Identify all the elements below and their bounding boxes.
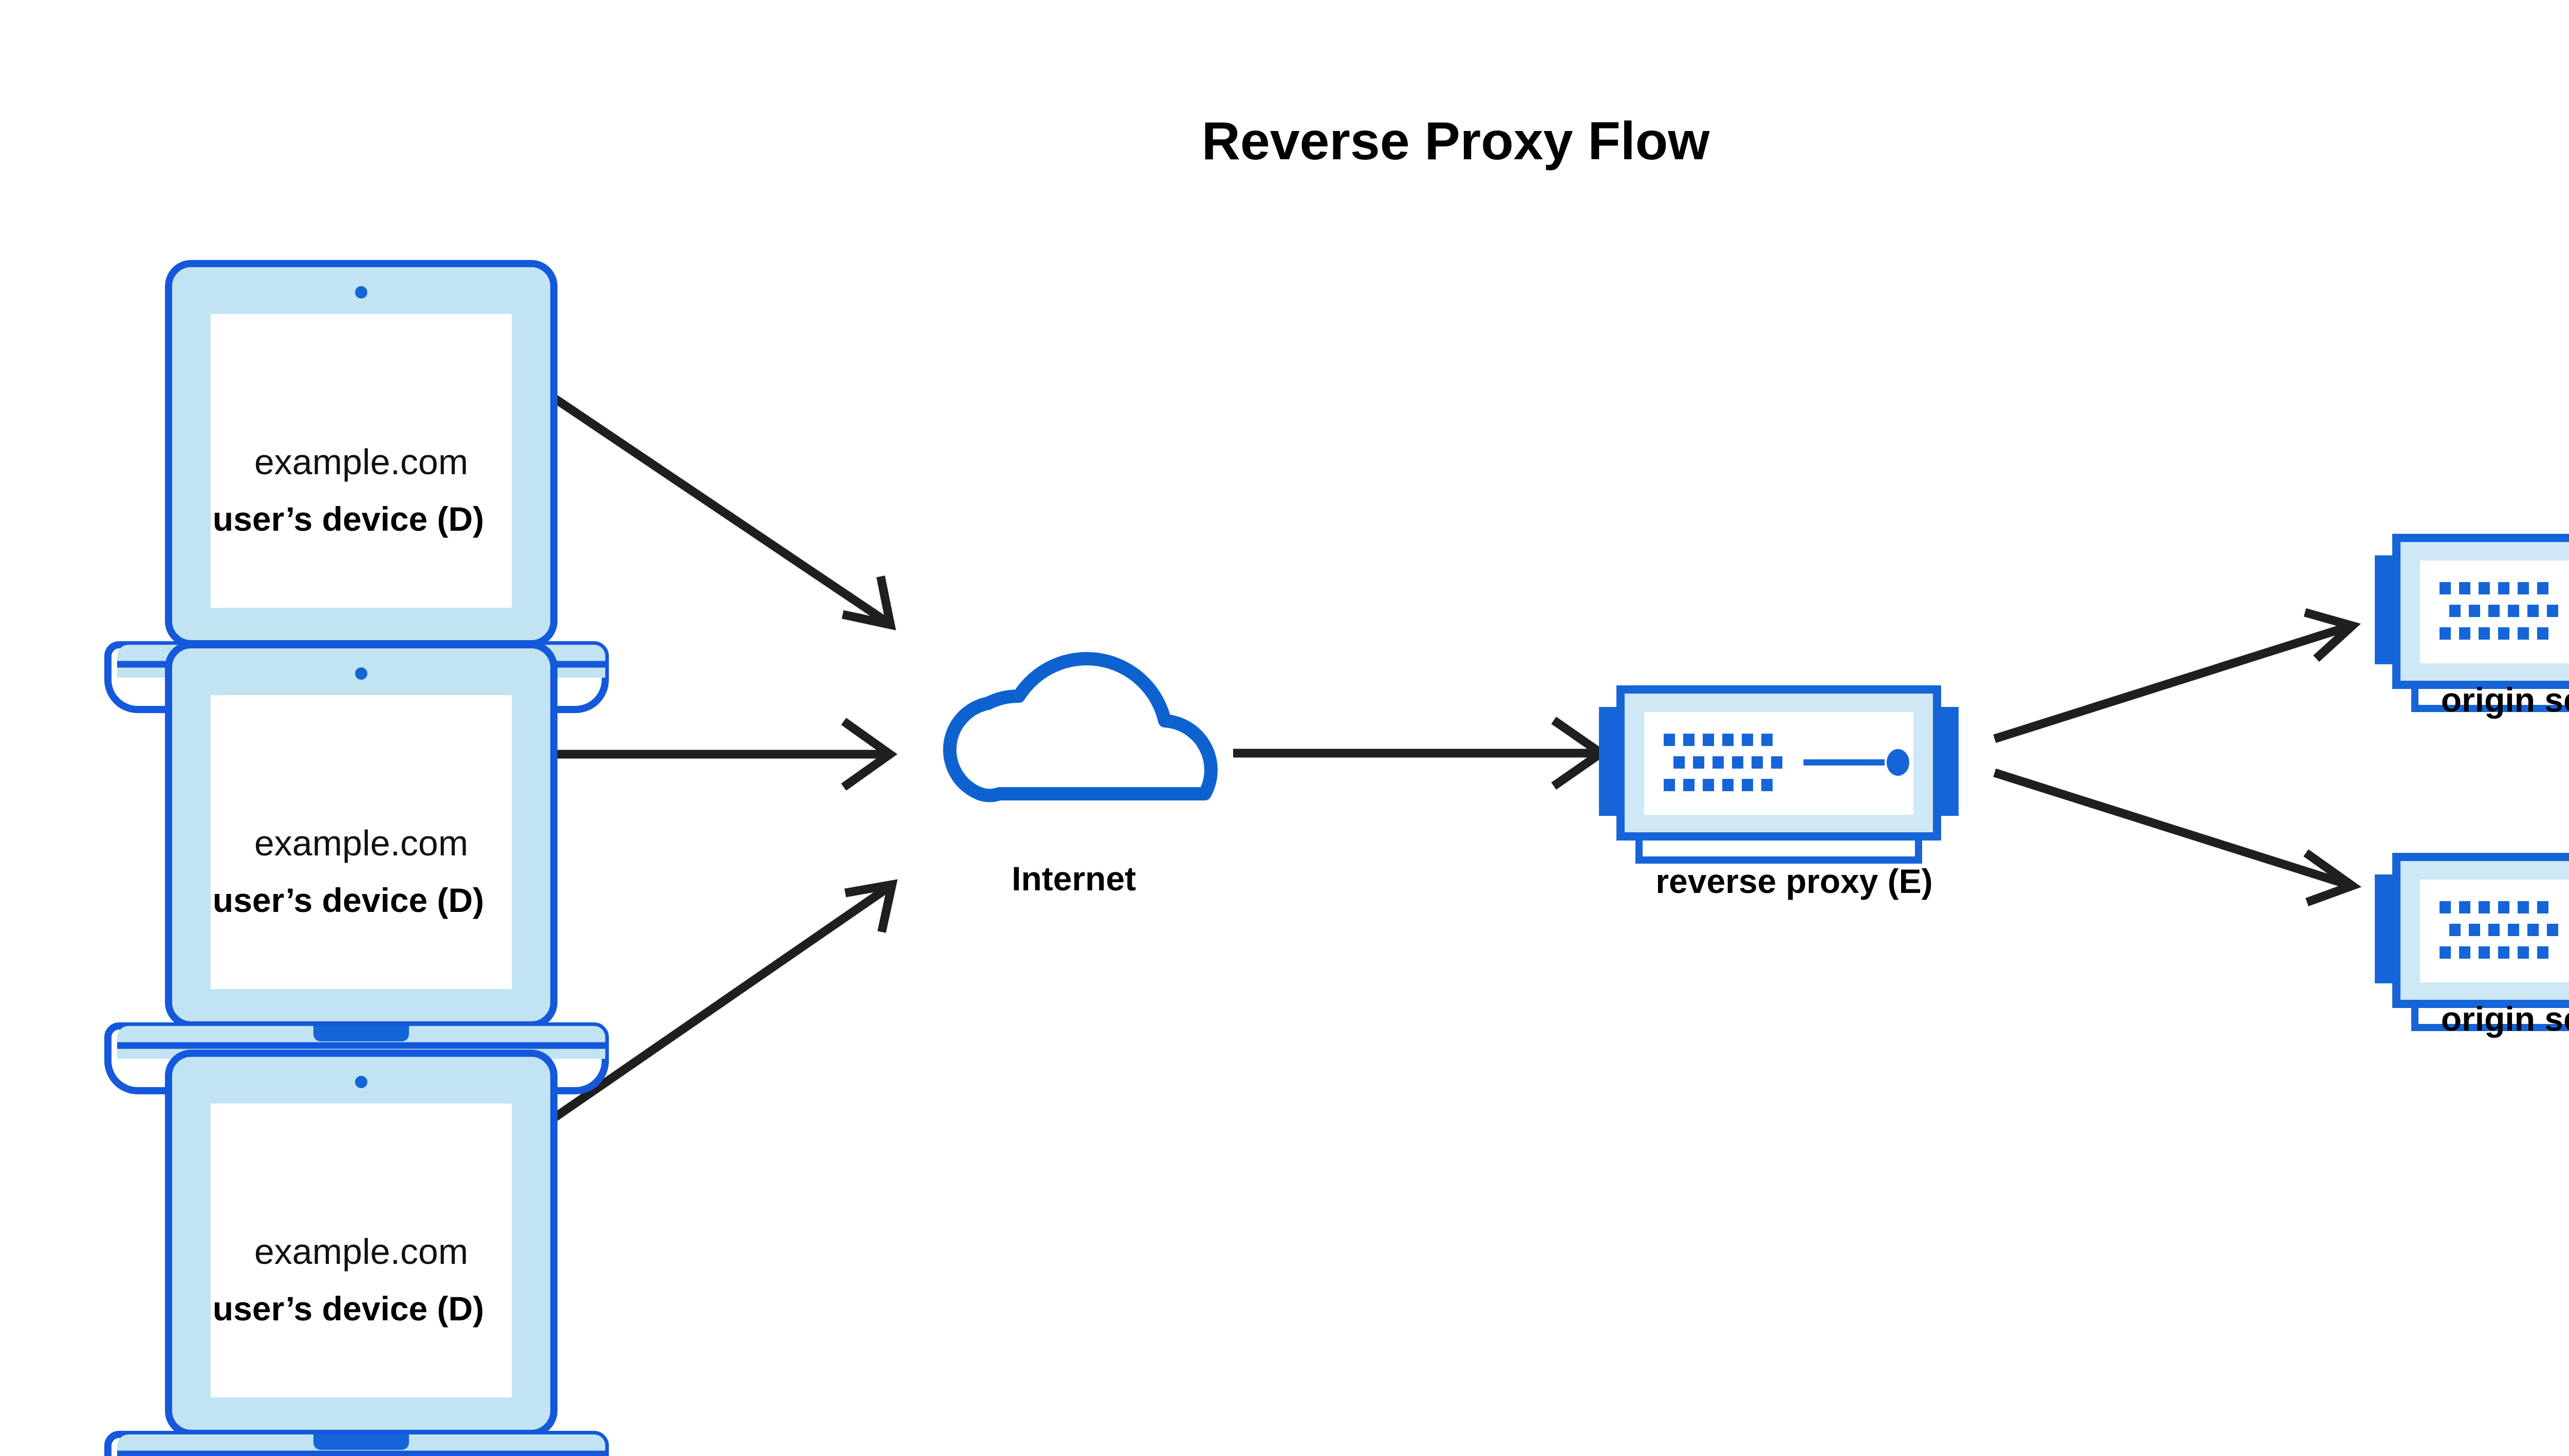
device-3-label: user’s device (D) — [213, 1290, 484, 1328]
node-reverse-proxy[interactable]: reverse proxy (E) — [1599, 689, 1959, 900]
edge-proxy-to-origin1 — [1993, 608, 2361, 743]
edge-device2-to-internet — [522, 718, 898, 791]
edge-device3-to-internet — [511, 879, 898, 1149]
laptop-icon — [108, 645, 605, 1091]
device-screen-text: example.com — [254, 442, 468, 482]
server-icon — [1599, 689, 1959, 860]
node-origin-2[interactable]: origin server (F) — [2375, 857, 2569, 1038]
node-origin-1[interactable]: origin server (F) — [2375, 538, 2569, 719]
node-device-3[interactable]: example.com user’s device (D) — [108, 1053, 605, 1456]
origin-1-label: origin server (F) — [2441, 681, 2569, 719]
cloud-icon — [950, 659, 1211, 795]
node-device-2[interactable]: example.com user’s device (D) — [108, 645, 605, 1091]
device-screen-text: example.com — [254, 1231, 468, 1272]
edge-device1-to-internet — [511, 367, 896, 631]
edge-proxy-to-origin2 — [1993, 768, 2362, 906]
edge-internet-to-proxy — [1233, 717, 1609, 790]
node-internet[interactable]: Internet — [950, 659, 1211, 898]
device-2-label: user’s device (D) — [213, 881, 484, 919]
origin-2-label: origin server (F) — [2441, 1000, 2569, 1038]
device-1-label: user’s device (D) — [213, 500, 484, 538]
edge-layer — [511, 367, 2362, 1149]
internet-label: Internet — [1012, 860, 1136, 898]
page-title: Reverse Proxy Flow — [1202, 111, 1710, 171]
reverse-proxy-label: reverse proxy (E) — [1655, 862, 1932, 900]
node-device-1[interactable]: example.com user’s device (D) — [108, 264, 605, 710]
device-screen-text: example.com — [254, 823, 468, 863]
